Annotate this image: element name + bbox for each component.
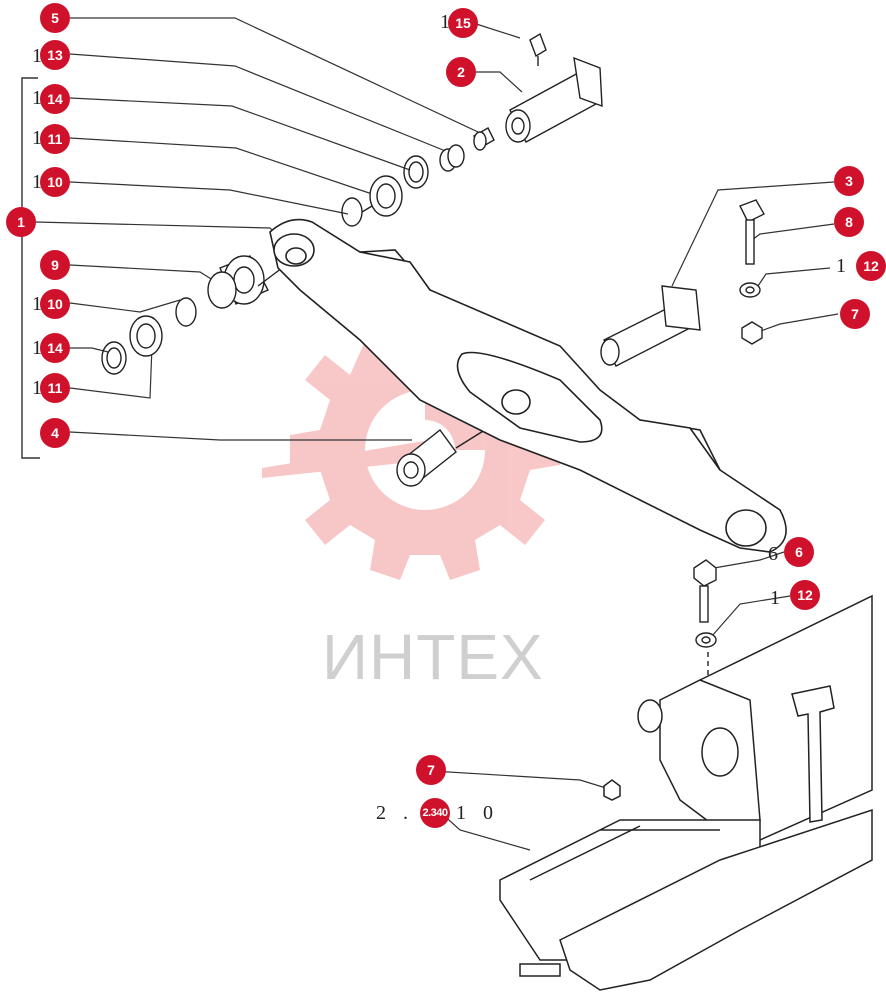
callout-10-bottom[interactable]: 10	[40, 289, 70, 319]
pin-stack-parts	[101, 127, 521, 487]
stub-label-14b: 1	[32, 337, 42, 359]
stub-label-14a: 1	[32, 87, 42, 109]
lower-bolt-parts	[693, 559, 717, 690]
stub-label-11b: 1	[32, 377, 42, 399]
leader-lines	[35, 17, 839, 851]
callout-8[interactable]: 8	[834, 207, 864, 237]
callout-12-bottom[interactable]: 12	[790, 580, 820, 610]
callout-13[interactable]: 13	[40, 40, 70, 70]
callout-11-bottom[interactable]: 11	[40, 373, 70, 403]
callout-6[interactable]: 6	[784, 537, 814, 567]
stub-label-11a: 1	[32, 127, 42, 149]
callout-7-top[interactable]: 7	[840, 299, 870, 329]
stub-label-12a: 1	[836, 255, 846, 277]
callout-7-bottom[interactable]: 7	[416, 755, 446, 785]
assembly-bracket	[21, 77, 40, 459]
callout-11-top[interactable]: 11	[40, 124, 70, 154]
stub-label-12b: 1	[770, 587, 780, 609]
callout-2[interactable]: 2	[446, 57, 476, 87]
rear-axle-housing	[499, 594, 873, 991]
callout-reference[interactable]: 2.340	[420, 798, 450, 828]
reference-suffix: 1 0	[456, 802, 499, 824]
lift-arm	[269, 218, 787, 553]
callout-14-bottom[interactable]: 14	[40, 333, 70, 363]
watermark-text: ИНТЕХ	[322, 621, 544, 693]
stub-label-15: 1	[440, 11, 450, 33]
callout-15[interactable]: 15	[448, 8, 478, 38]
stub-label-10a: 1	[32, 171, 42, 193]
callout-3[interactable]: 3	[834, 166, 864, 196]
stub-label-10b: 1	[32, 293, 42, 315]
callout-12-top[interactable]: 12	[856, 251, 886, 281]
stub-label-6: 6	[768, 543, 778, 565]
callout-10-top[interactable]: 10	[40, 167, 70, 197]
callout-5[interactable]: 5	[40, 3, 70, 33]
stub-label-13: 1	[32, 45, 42, 67]
right-pin-parts	[600, 199, 765, 367]
callout-1[interactable]: 1	[6, 207, 36, 237]
callout-4[interactable]: 4	[40, 418, 70, 448]
callout-14-top[interactable]: 14	[40, 84, 70, 114]
top-pin-parts	[505, 32, 603, 143]
callout-9[interactable]: 9	[40, 250, 70, 280]
reference-prefix: 2 .	[376, 802, 414, 824]
